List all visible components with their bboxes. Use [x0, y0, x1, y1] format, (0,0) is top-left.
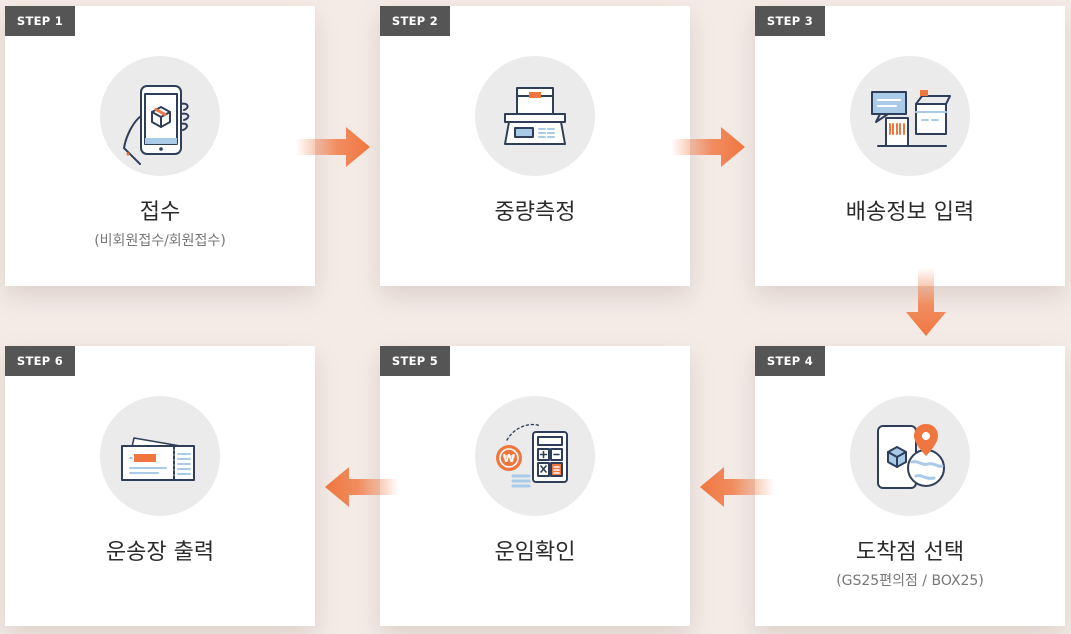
step-subtitle: (GS25편의점 / BOX25): [836, 573, 984, 589]
step-title: 배송정보 입력: [845, 200, 975, 225]
arrow-left-icon: [700, 467, 774, 507]
step-card-5: STEP 5 ₩ 운임확인: [380, 346, 690, 626]
step-badge: STEP 3: [755, 6, 825, 36]
step-badge: STEP 4: [755, 346, 825, 376]
step-subtitle: (비회원접수/회원접수): [94, 233, 226, 249]
waybill-ticket-icon: [100, 396, 220, 516]
step-card-4: STEP 4 도착점 선택 (GS25편의점 / BOX25): [755, 346, 1065, 626]
step-title: 운임확인: [494, 540, 576, 565]
step-badge: STEP 5: [380, 346, 450, 376]
arrow-right-icon: [671, 127, 745, 167]
svg-text:₩: ₩: [503, 452, 515, 465]
arrow-down-icon: [906, 268, 946, 336]
step-badge: STEP 2: [380, 6, 450, 36]
step-card-2: STEP 2 중량측정: [380, 6, 690, 286]
arrow-left-icon: [325, 467, 399, 507]
step-card-3: STEP 3 배송정보 입력: [755, 6, 1065, 286]
step-badge: STEP 6: [5, 346, 75, 376]
scale-box-icon: [475, 56, 595, 176]
smartphone-box-icon: [100, 56, 220, 176]
step-title: 운송장 출력: [105, 540, 215, 565]
step-card-6: STEP 6 운송장 출력: [5, 346, 315, 626]
delivery-info-icon: [850, 56, 970, 176]
step-title: 도착점 선택: [855, 540, 965, 565]
fare-calculator-icon: ₩: [475, 396, 595, 516]
step-title: 중량측정: [494, 200, 576, 225]
step-card-1: STEP 1 접수 (비회원접수/회원접수): [5, 6, 315, 286]
step-title: 접수: [139, 200, 181, 225]
arrow-right-icon: [296, 127, 370, 167]
step-badge: STEP 1: [5, 6, 75, 36]
location-map-icon: [850, 396, 970, 516]
